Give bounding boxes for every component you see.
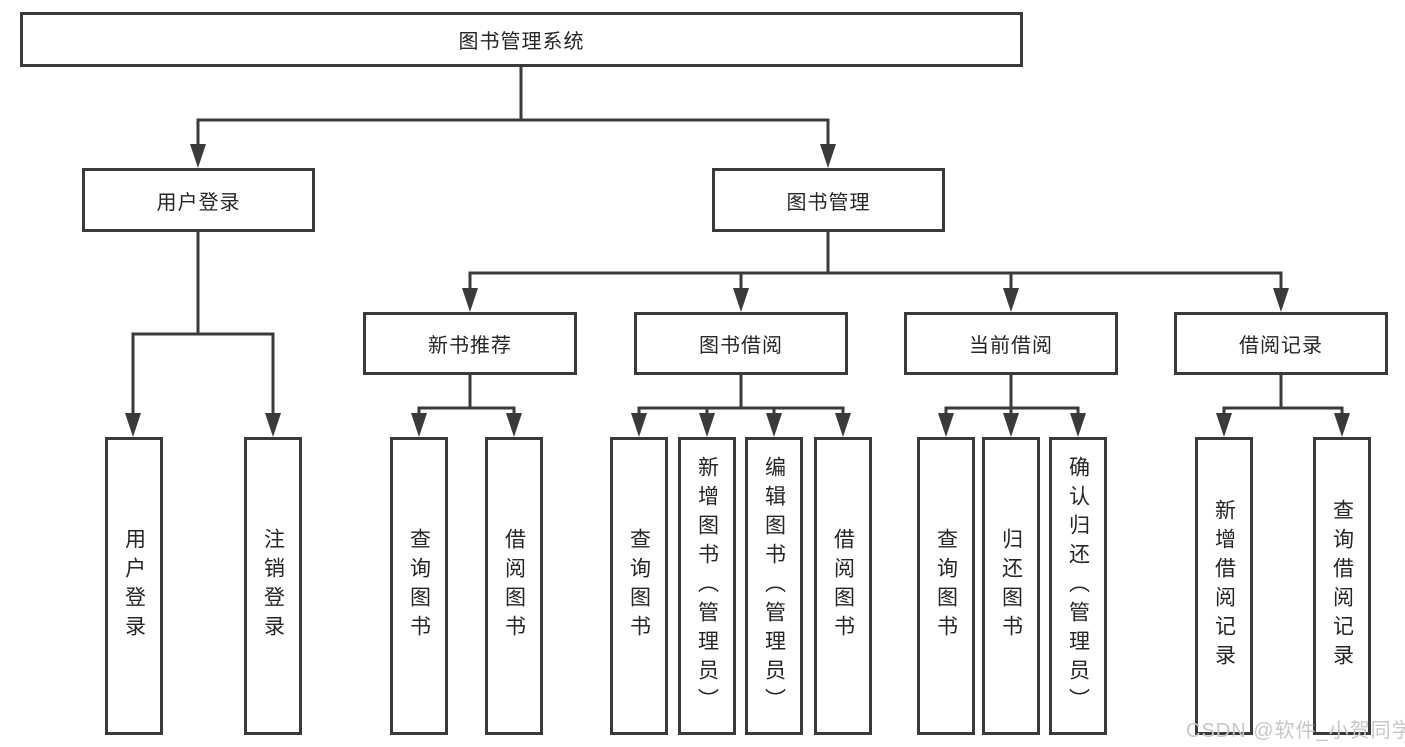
node-book-borrowing: 图书借阅 [634, 312, 848, 375]
node-book-borrowing-label: 图书借阅 [699, 335, 783, 357]
leaf-record-query: 查询借阅记录 [1313, 437, 1371, 735]
node-current-borrowing-label: 当前借阅 [969, 335, 1053, 357]
leaf-bor-add-books-admin: 新增图书（管理员） [678, 437, 736, 735]
leaf-user-login: 用户登录 [105, 437, 163, 735]
leaf-record-add: 新增借阅记录 [1195, 437, 1253, 735]
leaf-bor-edit-books-admin: 编辑图书（管理员） [745, 437, 803, 735]
node-root-label: 图书管理系统 [458, 31, 585, 53]
node-borrowing-records-label: 借阅记录 [1239, 335, 1323, 357]
leaf-logout-login: 注销登录 [244, 437, 302, 735]
node-current-borrowing: 当前借阅 [904, 312, 1118, 375]
leaf-rec-borrow-books: 借阅图书 [485, 437, 543, 735]
node-new-book-recommendation: 新书推荐 [363, 312, 577, 375]
leaf-cur-return-books: 归还图书 [982, 437, 1040, 735]
node-user-login-label: 用户登录 [156, 191, 241, 214]
leaf-bor-query-books: 查询图书 [610, 437, 668, 735]
csdn-watermark: CSDN @软件_小贺同学 [1186, 720, 1405, 742]
node-root: 图书管理系统 [20, 12, 1023, 67]
node-borrowing-records: 借阅记录 [1174, 312, 1388, 375]
leaf-cur-query-books: 查询图书 [917, 437, 975, 735]
leaf-bor-borrow-books: 借阅图书 [814, 437, 872, 735]
node-new-book-recommendation-label: 新书推荐 [428, 335, 512, 357]
node-user-login: 用户登录 [82, 168, 315, 232]
leaf-rec-query-books: 查询图书 [390, 437, 448, 735]
node-book-management-label: 图书管理 [786, 191, 871, 214]
node-book-management: 图书管理 [712, 168, 945, 232]
leaf-cur-confirm-return-admin: 确认归还（管理员） [1049, 437, 1107, 735]
